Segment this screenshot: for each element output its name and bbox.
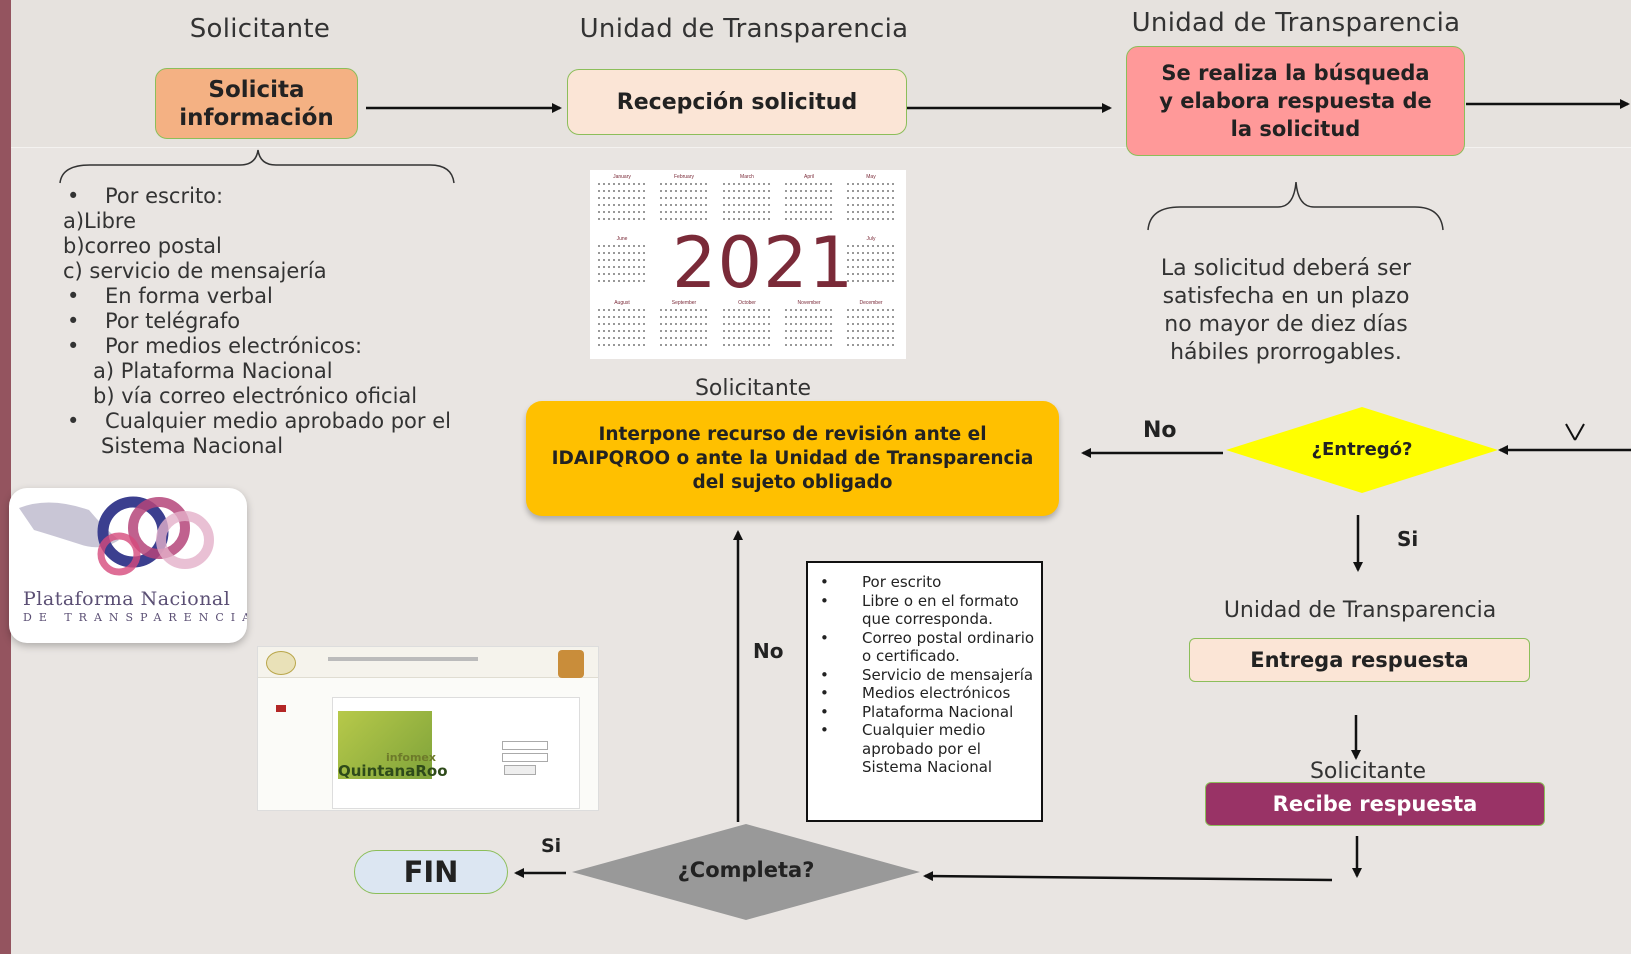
role-solicitante-recibe: Solicitante	[1309, 759, 1427, 784]
node-fin[interactable]: FIN	[354, 850, 508, 894]
brace-deadline	[1147, 181, 1444, 231]
list-item: •En forma verbal	[67, 284, 273, 308]
calendar-month-label: July	[867, 236, 876, 242]
infomex-red-tag	[276, 705, 286, 712]
list-item: a)Libre	[63, 209, 137, 233]
edge-label-entrego-si: Si	[1397, 527, 1419, 551]
logo-text-line2: DE TRANSPARENCIA	[23, 611, 247, 624]
node-entrega[interactable]: Entrega respuesta	[1189, 638, 1530, 682]
edge-label-completa-si: Si	[541, 835, 562, 857]
list-item: b)correo postal	[63, 234, 222, 258]
list-item: c) servicio de mensajería	[63, 259, 327, 283]
list-item: •Servicio de mensajería	[820, 665, 1034, 684]
request-methods-list: •Por escrito: a)Libre b)correo postal c)…	[63, 184, 451, 459]
node-completa-label: ¿Completa?	[677, 858, 815, 882]
infomex-enter-button[interactable]	[504, 765, 536, 775]
edge-label-entrego-no: No	[1143, 418, 1177, 443]
logo-text-line1: Plataforma Nacional	[23, 588, 231, 610]
infomex-small-logo	[266, 651, 296, 675]
calendar-month-label: October	[738, 300, 756, 306]
infomex-login-field[interactable]	[502, 741, 548, 750]
infomex-brand-b: QuintanaRoo	[338, 762, 448, 780]
node-recepcion-label: Recepción solicitud	[616, 89, 858, 115]
list-item: a) Plataforma Nacional	[93, 359, 333, 383]
left-accent-bar	[0, 0, 11, 954]
infomex-brand-a: infomex	[386, 751, 436, 764]
infomex-title-bar	[328, 657, 478, 661]
response-methods-box: •Por escrito •Libre o en el formato que …	[806, 561, 1043, 822]
node-entrego-label: ¿Entregó?	[1311, 439, 1413, 460]
list-item: •Medios electrónicos	[820, 684, 1011, 702]
calendar-month-label: August	[614, 300, 630, 306]
node-interpone-label: Interpone recurso de revisión ante el ID…	[551, 423, 1034, 493]
list-item: •Correo postal ordinario o certificado.	[820, 628, 1035, 666]
completa-diamond	[572, 824, 920, 920]
list-item: •Por escrito:	[67, 184, 224, 208]
plataforma-nacional-logo: Plataforma Nacional DE TRANSPARENCIA	[9, 488, 247, 643]
role-solicitante-top: Solicitante	[189, 14, 331, 44]
list-item: •Cualquier medio aprobado por el	[67, 409, 451, 433]
calendar-month-label: March	[740, 174, 754, 180]
infomex-password-field[interactable]	[502, 753, 548, 762]
calendar-month-label: November	[797, 300, 820, 306]
calendar-month-label: February	[674, 174, 695, 180]
edge-label-completa-no: No	[753, 639, 784, 663]
node-recibe-label: Recibe respuesta	[1272, 792, 1478, 816]
deadline-note: La solicitud deberá ser satisfecha en un…	[1160, 256, 1412, 365]
list-item: •Libre o en el formato que corresponda.	[820, 591, 1019, 629]
infomex-map-graphic	[338, 711, 432, 779]
infomex-crest	[558, 650, 584, 678]
role-unidad-right: Unidad de Transparencia	[1131, 8, 1461, 38]
list-item: Sistema Nacional	[101, 434, 284, 458]
node-busqueda-label: Se realiza la búsqueda y elabora respues…	[1159, 61, 1432, 141]
list-item: •Cualquier medio aprobado por el Sistema…	[820, 721, 993, 776]
list-item: •Por medios electrónicos:	[67, 334, 363, 358]
node-interpone[interactable]: Interpone recurso de revisión ante el ID…	[526, 401, 1059, 516]
node-solicita[interactable]: Solicita información	[155, 68, 358, 139]
entrego-diamond	[1226, 407, 1498, 493]
calendar-month-label: June	[617, 236, 628, 242]
calendar-month-label: April	[804, 174, 814, 180]
calendar-month-label: May	[866, 174, 876, 180]
calendar-month-label: September	[672, 300, 697, 306]
clipped-arrow-mark	[1565, 423, 1585, 441]
arrow-to-completa	[923, 871, 1333, 882]
node-fin-label: FIN	[403, 855, 459, 889]
list-item: •Por escrito	[820, 573, 942, 591]
calendar-month-label: December	[859, 300, 882, 306]
list-item: •Plataforma Nacional	[820, 702, 1014, 721]
list-item: •Por telégrafo	[67, 309, 241, 333]
node-busqueda[interactable]: Se realiza la búsqueda y elabora respues…	[1126, 46, 1465, 156]
calendar-year: 2021	[672, 222, 855, 304]
role-solicitante-mid: Solicitante	[694, 376, 812, 401]
logo-swirl-graphic	[19, 496, 214, 576]
role-unidad-mid: Unidad de Transparencia	[579, 14, 909, 44]
node-recepcion[interactable]: Recepción solicitud	[567, 69, 907, 135]
role-unidad-entrega: Unidad de Transparencia	[1223, 598, 1497, 623]
node-entrega-label: Entrega respuesta	[1250, 648, 1469, 672]
node-solicita-label: Solicita información	[179, 76, 334, 131]
infomex-header-bar	[258, 647, 598, 678]
infomex-screenshot: infomex QuintanaRoo	[257, 646, 599, 811]
node-recibe[interactable]: Recibe respuesta	[1205, 782, 1545, 826]
calendar-month-label: January	[613, 174, 631, 180]
list-item: b) vía correo electrónico oficial	[93, 384, 418, 408]
brace-request-methods	[59, 149, 455, 184]
